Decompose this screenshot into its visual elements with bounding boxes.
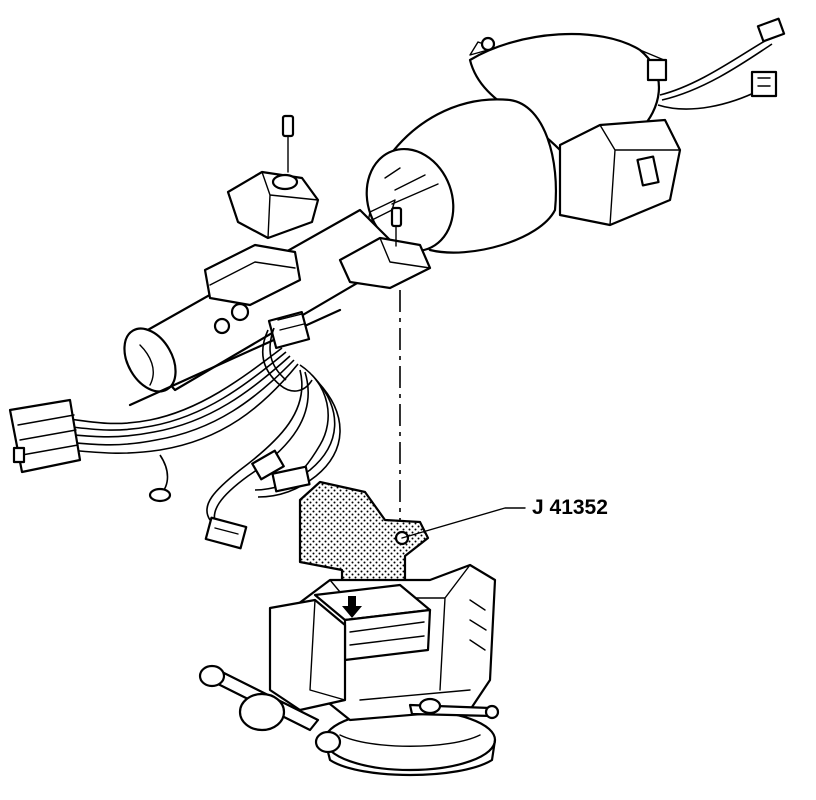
bench-vise-icon [198, 563, 500, 777]
bolt-icon [281, 114, 295, 173]
callout-leader [401, 507, 526, 539]
wiring-harness-icon [8, 17, 786, 550]
steering-column-icon [123, 32, 682, 407]
tool-callout-label: J 41352 [532, 496, 608, 519]
bolt-icon [390, 206, 403, 247]
